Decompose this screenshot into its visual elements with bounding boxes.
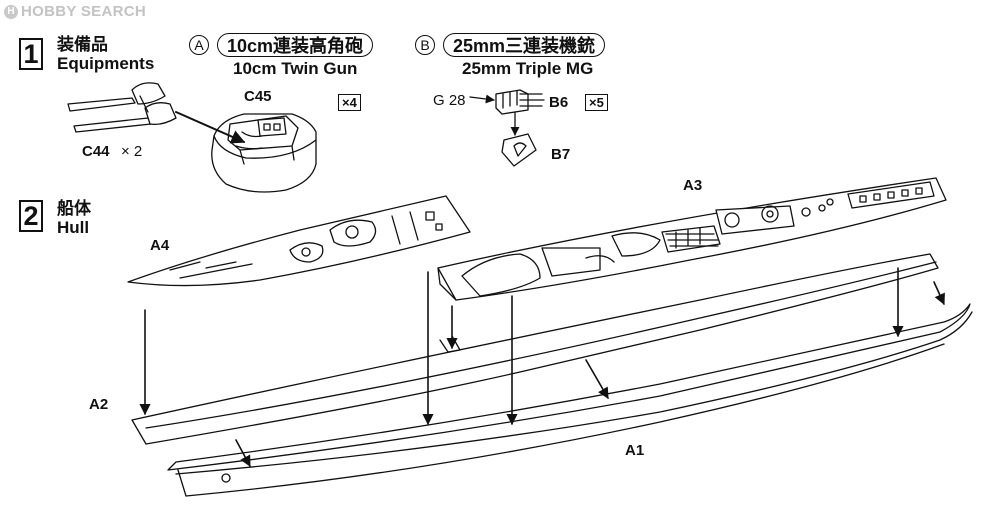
label-c45: C45 <box>244 88 272 105</box>
part-b6-triple-mg <box>469 89 545 115</box>
part-b-letter: B <box>415 35 435 55</box>
label-b7: B7 <box>551 146 571 163</box>
label-c44: C44 <box>82 143 110 160</box>
label-a3: A3 <box>683 177 703 194</box>
step-1-title-jp: 装備品 <box>57 35 108 54</box>
label-g28: G 28 <box>433 92 466 109</box>
step-1-number: 1 <box>19 38 43 70</box>
part-a-letter: A <box>189 35 209 55</box>
step-1-title-en: Equipments <box>57 54 155 73</box>
label-b6: B6 <box>549 94 569 111</box>
step-2-number: 2 <box>19 200 43 232</box>
part-a1-hull-half <box>167 303 973 497</box>
part-b7-mount <box>501 133 537 167</box>
watermark: H HOBBY SEARCH <box>4 3 146 20</box>
label-a1: A1 <box>625 442 645 459</box>
part-b-quantity: ×5 <box>585 94 608 111</box>
watermark-logo-icon: H <box>4 4 18 19</box>
step-2-title-en: Hull <box>57 218 90 237</box>
watermark-text: HOBBY SEARCH <box>21 3 147 20</box>
part-a2-hull-half <box>131 253 939 445</box>
step-2-title-jp: 船体 <box>57 199 91 218</box>
part-c44-barrels <box>67 82 177 133</box>
label-c44-quantity: × 2 <box>121 143 143 160</box>
part-a-name-jp: 10cm連装高角砲 <box>217 33 374 57</box>
part-a-name-en: 10cm Twin Gun <box>233 59 358 78</box>
part-b-heading: B 25mm三連装機銃 <box>415 33 606 57</box>
label-a2: A2 <box>89 396 109 413</box>
part-a-quantity: ×4 <box>338 94 361 111</box>
part-a3-main-deck <box>437 177 947 301</box>
part-b-name-en: 25mm Triple MG <box>462 59 594 78</box>
part-b-name-jp: 25mm三連装機銃 <box>443 33 606 57</box>
part-a4-forward-deck <box>127 195 471 287</box>
part-a-heading: A 10cm連装高角砲 <box>189 33 374 57</box>
part-c45-gun-mount <box>211 113 317 193</box>
label-a4: A4 <box>150 237 170 254</box>
